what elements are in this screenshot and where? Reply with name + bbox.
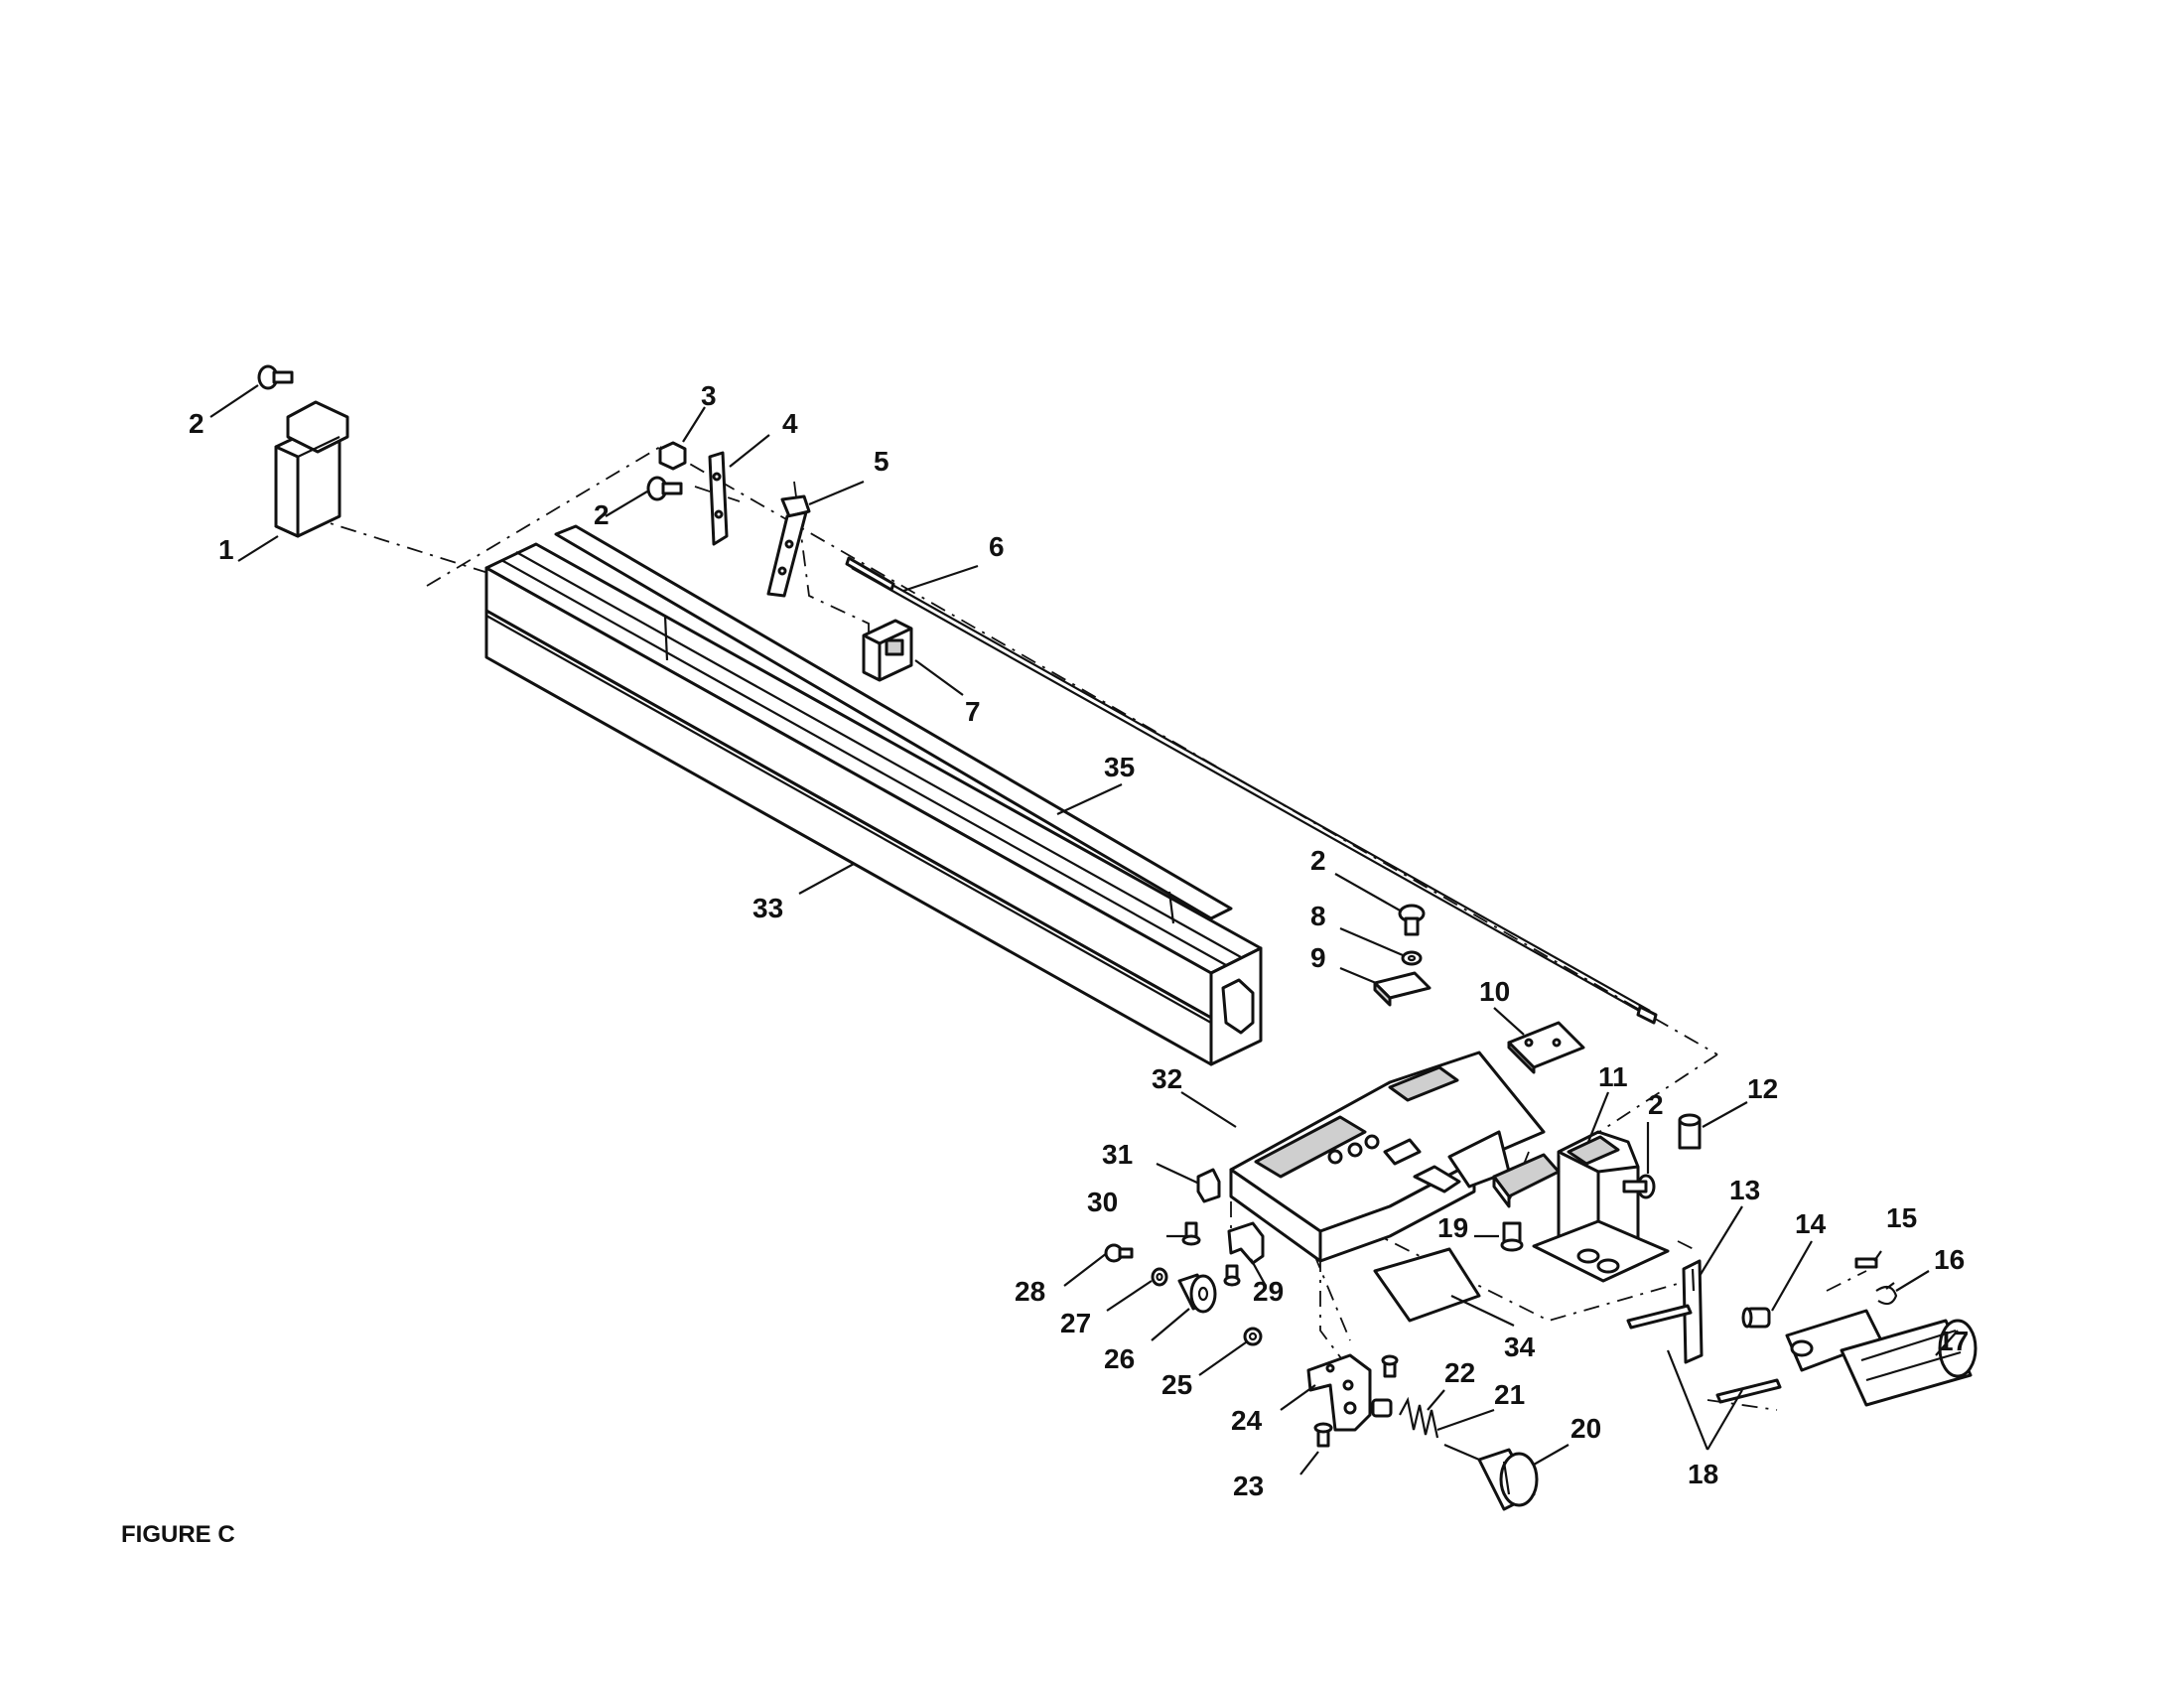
callout-4: 4 xyxy=(782,408,798,439)
part-31-nut xyxy=(1196,1168,1221,1203)
part-32-fence-head xyxy=(1229,1051,1546,1263)
callout-12: 12 xyxy=(1747,1073,1778,1104)
callout-27: 27 xyxy=(1060,1308,1091,1338)
callout-5: 5 xyxy=(874,446,889,477)
screw-part-2-c xyxy=(1398,904,1426,936)
callout-22: 22 xyxy=(1444,1357,1475,1388)
part-34-pad xyxy=(1373,1247,1481,1323)
callout-13: 13 xyxy=(1729,1175,1760,1205)
callout-6: 6 xyxy=(989,531,1005,562)
callout-26: 26 xyxy=(1104,1343,1135,1374)
callout-18: 18 xyxy=(1688,1459,1718,1489)
part-22-spacer xyxy=(1371,1398,1393,1418)
part-20-knob xyxy=(1443,1443,1539,1511)
part-15-pin xyxy=(1854,1257,1878,1269)
part-23-screw xyxy=(1313,1422,1333,1448)
callout-11: 11 xyxy=(1598,1061,1628,1092)
figure-label: FIGURE C xyxy=(121,1521,235,1548)
callout-32: 32 xyxy=(1152,1063,1182,1094)
part-35-scale-tape xyxy=(554,524,1233,924)
part-6-rod xyxy=(845,556,1658,1025)
callout-29: 29 xyxy=(1253,1276,1284,1307)
callout-23: 23 xyxy=(1233,1471,1264,1501)
callout-34: 34 xyxy=(1504,1332,1536,1362)
callout-8: 8 xyxy=(1310,901,1326,931)
callout-2-d: 2 xyxy=(1648,1089,1664,1120)
part-24-bracket xyxy=(1306,1353,1372,1432)
callout-16: 16 xyxy=(1934,1244,1965,1275)
callout-15: 15 xyxy=(1886,1202,1917,1233)
part-1-rear-end-cap xyxy=(274,400,349,538)
part-12-set-screw xyxy=(1678,1113,1702,1150)
part-11-cam-housing xyxy=(1492,1130,1670,1283)
callout-33: 33 xyxy=(752,893,783,923)
callout-7: 7 xyxy=(965,696,981,727)
part-16-retaining-clip xyxy=(1875,1282,1898,1306)
screw-part-2-d xyxy=(1622,1174,1656,1199)
leader-lines xyxy=(209,384,1959,1475)
part-17-lock-handle xyxy=(1785,1309,1978,1407)
screw-part-2-a xyxy=(257,364,294,390)
callout-1: 1 xyxy=(218,534,234,565)
callout-24: 24 xyxy=(1231,1405,1263,1436)
callout-2-c: 2 xyxy=(1310,845,1326,876)
callout-21: 21 xyxy=(1494,1379,1525,1410)
screw-small-near-24 xyxy=(1381,1354,1399,1378)
part-26-wheel xyxy=(1177,1273,1217,1314)
part-30-screw xyxy=(1181,1221,1201,1246)
part-13-lever-link xyxy=(1682,1259,1704,1364)
part-33-rail xyxy=(484,542,1263,1066)
callout-17: 17 xyxy=(1938,1326,1969,1356)
callout-3: 3 xyxy=(701,380,717,411)
part-27-washer xyxy=(1151,1267,1168,1287)
part-4-plate xyxy=(708,451,729,546)
washer-part-8 xyxy=(1401,950,1423,966)
callout-28: 28 xyxy=(1015,1276,1045,1307)
part-18-pins xyxy=(1626,1304,1782,1404)
screw-part-2-b xyxy=(646,476,683,501)
part-10-pad xyxy=(1507,1021,1585,1074)
part-29-clip xyxy=(1223,1221,1265,1287)
part-19-screw xyxy=(1500,1221,1524,1252)
callout-25: 25 xyxy=(1161,1369,1192,1400)
part-14-bushing xyxy=(1741,1307,1771,1329)
part-7-clip xyxy=(862,619,913,682)
part-21-spring xyxy=(1399,1396,1439,1439)
part-25-washer xyxy=(1243,1327,1263,1346)
callout-10: 10 xyxy=(1479,976,1510,1007)
part-5-indicator-bracket xyxy=(766,494,811,598)
callout-30: 30 xyxy=(1087,1187,1118,1217)
callout-14: 14 xyxy=(1795,1208,1827,1239)
part-9-clamp-plate xyxy=(1373,971,1432,1007)
callout-20: 20 xyxy=(1570,1413,1601,1444)
callout-35: 35 xyxy=(1104,752,1135,782)
callout-9: 9 xyxy=(1310,942,1326,973)
callout-19: 19 xyxy=(1437,1212,1468,1243)
callout-2-a: 2 xyxy=(189,408,205,439)
part-28-screw xyxy=(1104,1243,1134,1263)
callout-2-b: 2 xyxy=(594,499,610,530)
nut-part-3 xyxy=(658,441,687,471)
callout-numbers: 1 2 3 2 4 5 6 7 35 33 2 8 9 10 11 2 12 1… xyxy=(189,380,1969,1501)
callout-31: 31 xyxy=(1102,1139,1133,1170)
